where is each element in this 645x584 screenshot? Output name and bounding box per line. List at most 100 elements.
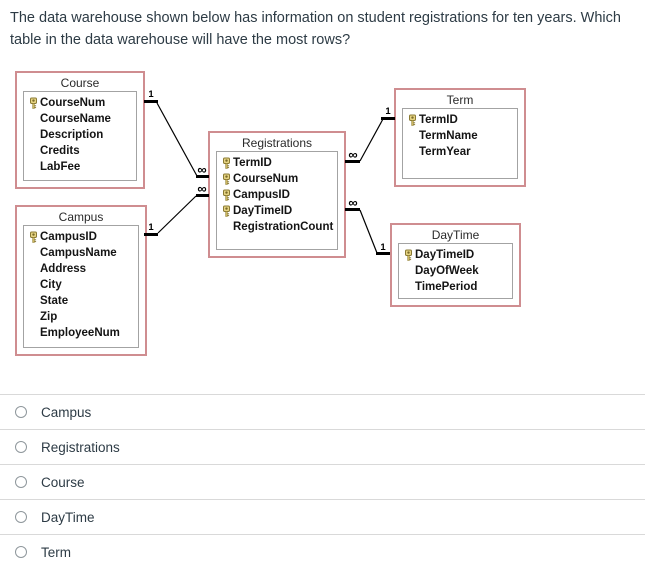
primary-key-icon [406, 114, 419, 126]
relationship-bar [144, 100, 158, 103]
relationship-line [359, 118, 384, 162]
primary-key-icon [220, 205, 233, 217]
cardinality-label: 1 [380, 242, 386, 253]
field-row: DayOfWeek [402, 263, 509, 279]
field-list: CampusID CampusName Address City State Z… [23, 225, 139, 348]
field-name: TermID [419, 114, 458, 126]
table-daytime: DayTime DayTimeID DayOfWeek TimePeriod [390, 223, 521, 307]
option-label: Course [41, 474, 85, 490]
field-row: EmployeeNum [27, 325, 135, 341]
option-label: Campus [41, 404, 92, 420]
radio-button[interactable] [15, 476, 27, 488]
field-row: CampusID [27, 229, 135, 245]
field-row: RegistrationCount [220, 219, 334, 235]
field-row: TermYear [406, 144, 514, 160]
cardinality-label: 1 [385, 106, 391, 117]
cardinality-label: ∞ [197, 181, 206, 196]
relationship-registrations-term: ∞ 1 [345, 106, 395, 163]
field-name: Address [40, 263, 87, 275]
field-name: LabFee [40, 161, 81, 173]
field-name: Credits [40, 145, 80, 157]
field-name: CampusID [40, 231, 97, 243]
table-registrations: Registrations TermID CourseNum CampusID … [208, 131, 346, 258]
field-row: LabFee [27, 159, 133, 175]
relationship-course-registrations: 1 ∞ [144, 89, 209, 178]
field-name: TermYear [419, 146, 471, 158]
cardinality-label: 1 [148, 222, 154, 233]
field-row: Address [27, 261, 135, 277]
radio-button[interactable] [15, 406, 27, 418]
primary-key-icon [220, 173, 233, 185]
field-row: CourseNum [220, 171, 334, 187]
field-name: CourseNum [40, 97, 106, 109]
field-name: TermName [419, 130, 478, 142]
radio-button[interactable] [15, 441, 27, 453]
field-row: DayTimeID [220, 203, 334, 219]
field-list: CourseNum CourseName Description Credits… [23, 91, 137, 181]
option-label: Term [41, 544, 71, 560]
field-list: DayTimeID DayOfWeek TimePeriod [398, 243, 513, 299]
table-campus: Campus CampusID CampusName Address City … [15, 205, 147, 356]
cardinality-label: ∞ [348, 195, 357, 210]
field-row: DayTimeID [402, 247, 509, 263]
cardinality-label: 1 [148, 89, 154, 100]
field-row: CampusName [27, 245, 135, 261]
relationship-bar [345, 160, 360, 163]
table-title: Course [60, 76, 100, 90]
option-label: DayTime [41, 509, 95, 525]
field-name: DayTimeID [415, 249, 475, 261]
field-row: TermID [220, 155, 334, 171]
table-course: Course CourseNum CourseName Description … [15, 71, 145, 189]
field-list: TermID TermName TermYear [402, 108, 518, 179]
table-title: Registrations [241, 136, 313, 150]
field-row: TermID [406, 112, 514, 128]
field-row: State [27, 293, 135, 309]
field-name: Zip [40, 311, 58, 323]
field-name: State [40, 295, 69, 307]
field-name: Description [40, 129, 104, 141]
primary-key-icon [402, 249, 415, 261]
relationship-bar [345, 208, 360, 211]
field-row: CourseName [27, 111, 133, 127]
answer-option-campus[interactable]: Campus [0, 394, 645, 429]
field-name: CourseNum [233, 173, 299, 185]
field-row: Zip [27, 309, 135, 325]
field-row: CourseNum [27, 95, 133, 111]
field-name: RegistrationCount [233, 221, 334, 233]
answer-option-daytime[interactable]: DayTime [0, 499, 645, 534]
cardinality-label: ∞ [348, 147, 357, 162]
primary-key-icon [27, 231, 40, 243]
field-name: CourseName [40, 113, 111, 125]
question-text: The data warehouse shown below has infor… [10, 10, 621, 48]
field-row: Credits [27, 143, 133, 159]
table-title: DayTime [431, 228, 480, 242]
field-list: TermID CourseNum CampusID DayTimeID Regi… [216, 151, 338, 250]
radio-button[interactable] [15, 546, 27, 558]
primary-key-icon [220, 157, 233, 169]
table-title: Term [446, 93, 474, 107]
field-name: DayTimeID [233, 205, 293, 217]
answer-option-course[interactable]: Course [0, 464, 645, 499]
primary-key-icon [27, 97, 40, 109]
radio-button[interactable] [15, 511, 27, 523]
field-name: DayOfWeek [415, 265, 479, 277]
relationship-campus-registrations: ∞ 1 [144, 181, 209, 236]
field-row: TermName [406, 128, 514, 144]
option-label: Registrations [41, 439, 120, 455]
field-name: EmployeeNum [40, 327, 120, 339]
cardinality-label: ∞ [197, 162, 206, 177]
answer-options: Campus Registrations Course DayTime Term [0, 394, 645, 569]
relationship-bar [381, 117, 395, 120]
relationship-line [157, 195, 197, 234]
answer-option-registrations[interactable]: Registrations [0, 429, 645, 464]
field-row: CampusID [220, 187, 334, 203]
answer-option-term[interactable]: Term [0, 534, 645, 569]
relationship-line [359, 209, 378, 254]
table-term: Term TermID TermName TermYear [394, 88, 526, 187]
relationship-bar [376, 252, 390, 255]
primary-key-icon [220, 189, 233, 201]
table-title: Campus [58, 210, 104, 224]
field-name: CampusName [40, 247, 117, 259]
field-row: Description [27, 127, 133, 143]
field-name: TermID [233, 157, 272, 169]
